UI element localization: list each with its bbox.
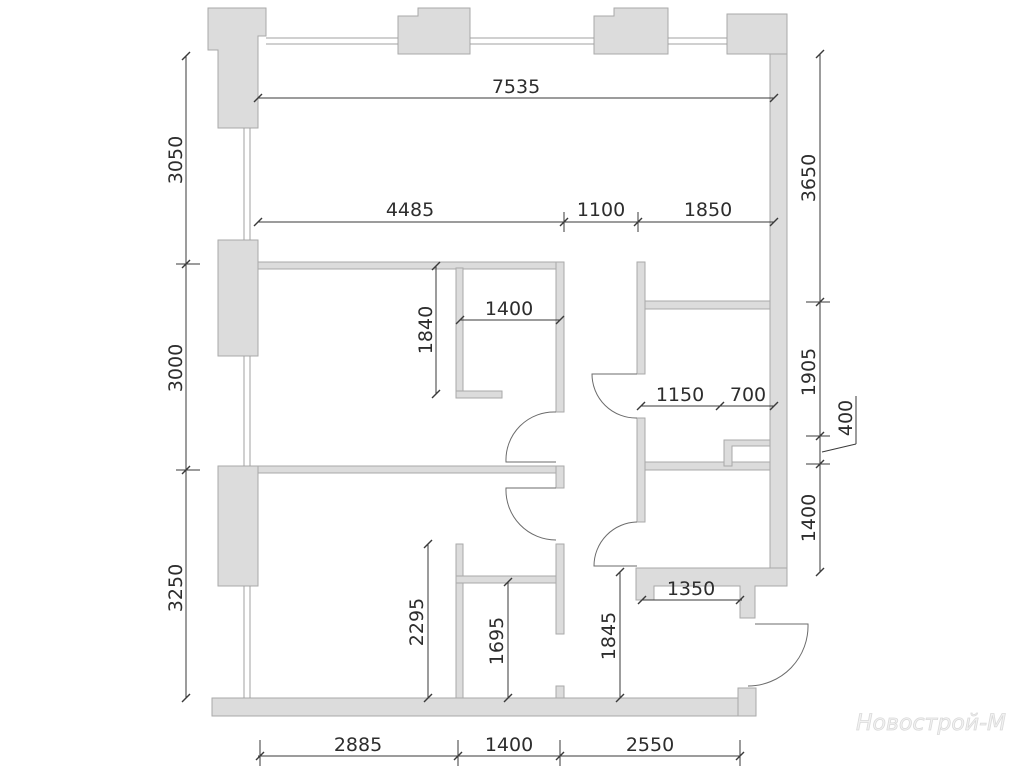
dim-wc-width-1: 1150 <box>656 384 704 406</box>
dim-right-3: 400 <box>835 400 857 436</box>
dim-bottom-1: 2885 <box>334 734 382 756</box>
partitions <box>257 261 771 699</box>
pier-top-2 <box>593 7 669 55</box>
partition-lower-bath-left <box>455 543 464 699</box>
dim-top-3: 1850 <box>684 199 732 221</box>
dim-right-1: 3650 <box>798 154 820 202</box>
windows <box>243 37 727 698</box>
dim-entry-width: 1350 <box>667 578 715 600</box>
partition-upper-horizontal <box>257 261 565 270</box>
dim-right-2: 1905 <box>798 348 820 396</box>
pier-top-left <box>207 7 267 129</box>
bottom-wall <box>211 697 757 717</box>
partition-right-upper <box>636 261 646 375</box>
pier-left-middle <box>217 239 265 357</box>
dim-right-4: 1400 <box>798 494 820 542</box>
partition-right-middle <box>636 417 646 523</box>
dim-lower-depth-2: 1695 <box>486 617 508 665</box>
partition-duct <box>723 439 771 467</box>
corner-block-top-right <box>726 13 788 55</box>
dim-bottom-2: 1400 <box>485 734 533 756</box>
partition-upper-bath-right <box>555 261 565 413</box>
partition-upper-bath-left <box>455 267 464 399</box>
dim-bath-upper-width: 1400 <box>485 298 533 320</box>
pier-left-lower <box>217 465 259 587</box>
dimension-lines <box>176 49 857 766</box>
partition-lower-bath-right <box>555 543 565 635</box>
watermark: Новострой-М <box>856 711 1006 736</box>
dimension-labels: 7535 4485 1100 1850 2885 1400 2550 3050 … <box>165 76 857 756</box>
doors <box>505 373 809 687</box>
pier-top-1 <box>397 7 471 55</box>
dim-left-3: 3250 <box>165 564 187 612</box>
dim-overall-width: 7535 <box>492 76 540 98</box>
dim-top-1: 4485 <box>386 199 434 221</box>
dim-left-1: 3050 <box>165 136 187 184</box>
dim-left-2: 3000 <box>165 344 187 392</box>
dim-bottom-3: 2550 <box>626 734 674 756</box>
partition-lower-stub <box>555 465 565 489</box>
dim-wc-width-2: 700 <box>730 384 766 406</box>
dim-lower-depth-1: 2295 <box>406 598 428 646</box>
partition-upper-bath-bottom <box>455 390 503 399</box>
partition-right-horizontal-1 <box>644 300 771 310</box>
partition-lower-bath-right-stub <box>555 685 565 699</box>
dim-lower-depth-3: 1845 <box>598 612 620 660</box>
dim-top-2: 1100 <box>577 199 625 221</box>
bottom-right-return <box>737 687 757 717</box>
dim-bath-upper-depth: 1840 <box>415 306 437 354</box>
partition-lower-horizontal <box>257 465 565 474</box>
walls <box>207 7 788 717</box>
partition-right-horizontal-2 <box>644 461 771 471</box>
